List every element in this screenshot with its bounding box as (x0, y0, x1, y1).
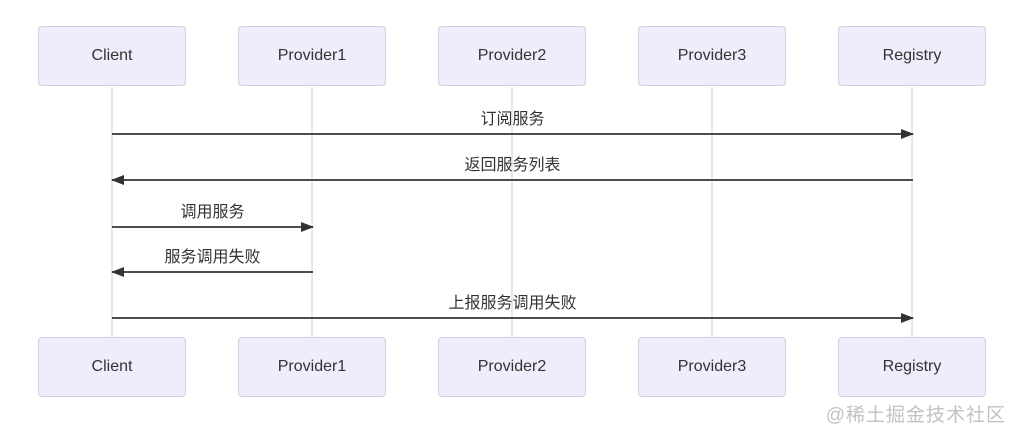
lifeline-provider3 (711, 87, 713, 337)
actor-provider3-top: Provider3 (638, 26, 786, 86)
actor-registry-top: Registry (838, 26, 986, 86)
message-arrow-line (111, 175, 913, 185)
actor-client-top: Client (38, 26, 186, 86)
arrowhead-right-icon (901, 129, 914, 139)
actor-provider1-bottom: Provider1 (238, 337, 386, 397)
lifeline-provider2 (511, 87, 513, 337)
message-label: 调用服务 (180, 204, 245, 221)
arrowhead-right-icon (301, 222, 314, 232)
actor-provider1-top: Provider1 (238, 26, 386, 86)
message-call-service: 调用服务 (112, 198, 314, 232)
message-label: 返回服务列表 (464, 157, 561, 174)
message-subscribe-service: 订阅服务 (112, 105, 914, 139)
message-label: 服务调用失败 (164, 249, 261, 266)
message-label: 上报服务调用失败 (448, 295, 577, 312)
arrowhead-left-icon (111, 175, 124, 185)
lifeline-client (111, 87, 113, 337)
actor-registry-bottom: Registry (838, 337, 986, 397)
message-label: 订阅服务 (480, 111, 545, 128)
actor-provider3-bottom: Provider3 (638, 337, 786, 397)
actor-client-bottom: Client (38, 337, 186, 397)
message-arrow-line (112, 222, 314, 232)
message-report-call-failure: 上报服务调用失败 (112, 289, 914, 323)
arrowhead-right-icon (901, 313, 914, 323)
actor-provider2-top: Provider2 (438, 26, 586, 86)
watermark: @稀土掘金技术社区 (825, 405, 1006, 426)
message-arrow-line (111, 267, 313, 277)
lifeline-registry (911, 87, 913, 337)
message-return-service-list: 返回服务列表 (111, 151, 913, 185)
arrowhead-left-icon (111, 267, 124, 277)
message-arrow-line (112, 129, 914, 139)
message-arrow-line (112, 313, 914, 323)
actor-provider2-bottom: Provider2 (438, 337, 586, 397)
message-service-call-failed: 服务调用失败 (111, 243, 313, 277)
lifeline-provider1 (311, 87, 313, 337)
